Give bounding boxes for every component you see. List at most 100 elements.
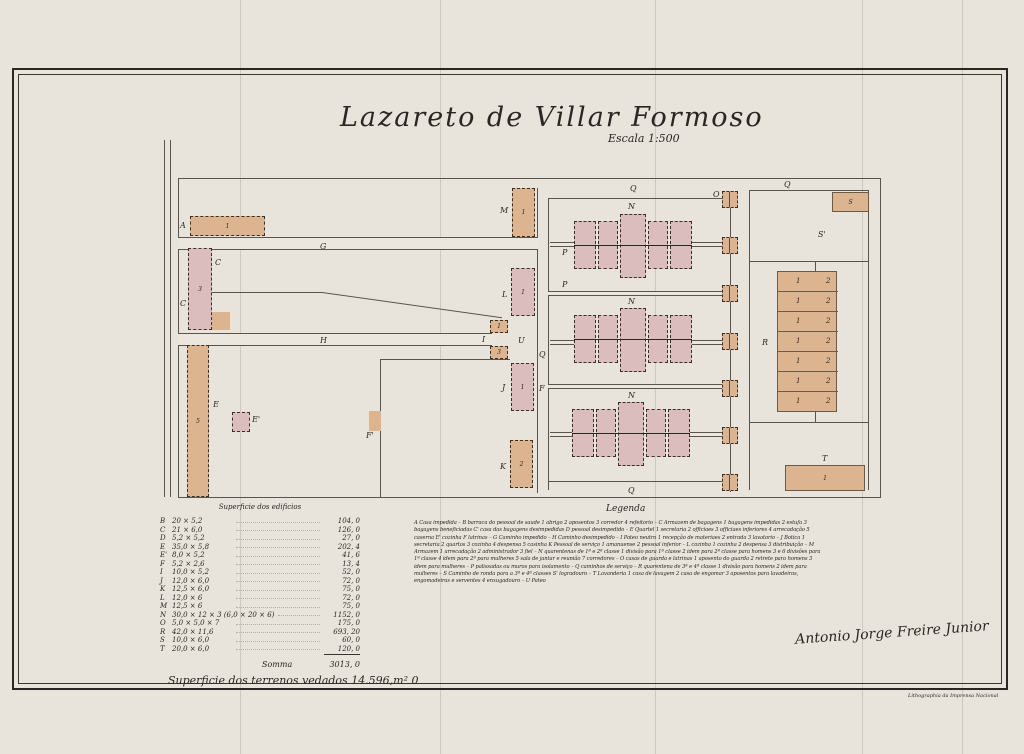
label-s: S	[848, 198, 853, 206]
palisade-corridor	[548, 384, 724, 389]
building-key: D	[160, 534, 166, 542]
room-number: 3	[497, 349, 501, 356]
sum-row: Somma 3013, 0	[262, 660, 360, 670]
road-h	[178, 333, 492, 346]
label-p: P	[562, 280, 568, 289]
area-value: 693, 20	[333, 627, 360, 636]
room-number: 2	[826, 297, 831, 305]
building-key: B	[160, 517, 166, 525]
building-t: 1	[785, 465, 865, 491]
boundary-line	[749, 190, 750, 490]
guard-house-o	[722, 191, 738, 208]
road-g	[178, 237, 538, 250]
guard-house-o	[722, 474, 738, 491]
area-value: 13, 4	[342, 559, 360, 568]
dimensions: 20 × 5,2	[172, 517, 203, 525]
label-s-prime: S'	[818, 230, 826, 239]
outer-frame	[12, 68, 1008, 690]
boundary-line	[178, 497, 880, 498]
label-k: K	[500, 462, 506, 471]
dimensions: 20,0 × 6,0	[172, 644, 210, 653]
leader-dots	[236, 585, 320, 591]
pavilion-n-3	[572, 402, 690, 466]
building-key: C	[160, 525, 166, 534]
building-i-3: 3	[490, 346, 508, 359]
boundary-line	[548, 198, 549, 490]
building-key: E'	[160, 551, 168, 559]
surface-table-heading: Superficie dos edificios	[218, 503, 302, 511]
boundary-line	[537, 188, 538, 493]
room-number: 1	[796, 357, 801, 365]
building-key: L	[160, 593, 165, 602]
room-number: 2	[826, 377, 831, 385]
room-number: 2	[826, 277, 831, 285]
room-number: 1	[520, 383, 525, 391]
room-number: 2	[826, 357, 831, 365]
building-c: 3	[188, 248, 212, 330]
boundary-line	[880, 178, 881, 498]
boundary-line	[749, 422, 869, 423]
dimensions: 10,0 × 5,2	[172, 568, 210, 576]
surface-table-row: F 5,2 × 2,6 13, 4	[160, 560, 360, 569]
label-m: M	[500, 206, 509, 215]
dimensions: 30,0 × 12 × 3 (6,0 × 20 × 6)	[172, 610, 275, 619]
room-number: 1	[796, 317, 801, 325]
palisade-corridor	[550, 340, 574, 345]
label-p: P	[562, 248, 568, 257]
building-key: F	[160, 559, 165, 568]
room-number: 1	[225, 222, 230, 230]
label-o: O	[713, 190, 720, 199]
room-number: 2	[826, 337, 831, 345]
room-number: 1	[796, 337, 801, 345]
dimensions: 42,0 × 11,6	[172, 627, 214, 636]
sum-label: Somma	[262, 660, 293, 669]
pavilion-corridor	[574, 339, 692, 340]
dimensions: 5,2 × 2,6	[172, 559, 205, 568]
dimensions: 21 × 6,0	[172, 525, 203, 534]
dimensions: 35,0 × 5,8	[172, 542, 210, 551]
dimensions: 5,2 × 5,2	[172, 534, 205, 542]
guard-house-o	[722, 380, 738, 397]
room-number: 3	[198, 285, 202, 293]
area-value: 75, 0	[342, 602, 360, 610]
dimensions: 12,0 × 6	[172, 593, 203, 602]
leader-dots	[236, 517, 320, 523]
dimensions: 12,5 × 6,0	[172, 585, 210, 593]
total-area: Superficie dos terrenos vedados 14.596,m…	[168, 674, 419, 687]
label-g: G	[320, 242, 327, 251]
label-u: U	[518, 336, 525, 345]
label-c-prime: C	[180, 299, 187, 308]
label-n-2: N	[628, 297, 635, 306]
label-f: F'	[366, 431, 374, 440]
pavilion-corridor	[572, 433, 690, 434]
label-c: C	[215, 258, 222, 267]
label-n-1: N	[628, 202, 635, 211]
boundary-line	[212, 292, 322, 293]
boundary-line	[548, 198, 723, 199]
label-q-top: Q	[630, 184, 637, 193]
room-number: 1	[521, 209, 526, 216]
lithography-credit: Lithographia da Imprensa Nacional	[908, 693, 999, 699]
legend-heading: Legenda	[606, 504, 646, 514]
area-value: 1152, 0	[333, 610, 360, 619]
room-number: 1	[497, 323, 501, 330]
room-number: 1	[796, 277, 801, 285]
fold-line	[240, 0, 241, 754]
pavilion-n-1	[574, 214, 692, 278]
boundary-line	[749, 190, 869, 191]
area-value: 60, 0	[342, 636, 360, 644]
boundary-line	[868, 190, 869, 490]
boundary-line	[178, 178, 880, 179]
